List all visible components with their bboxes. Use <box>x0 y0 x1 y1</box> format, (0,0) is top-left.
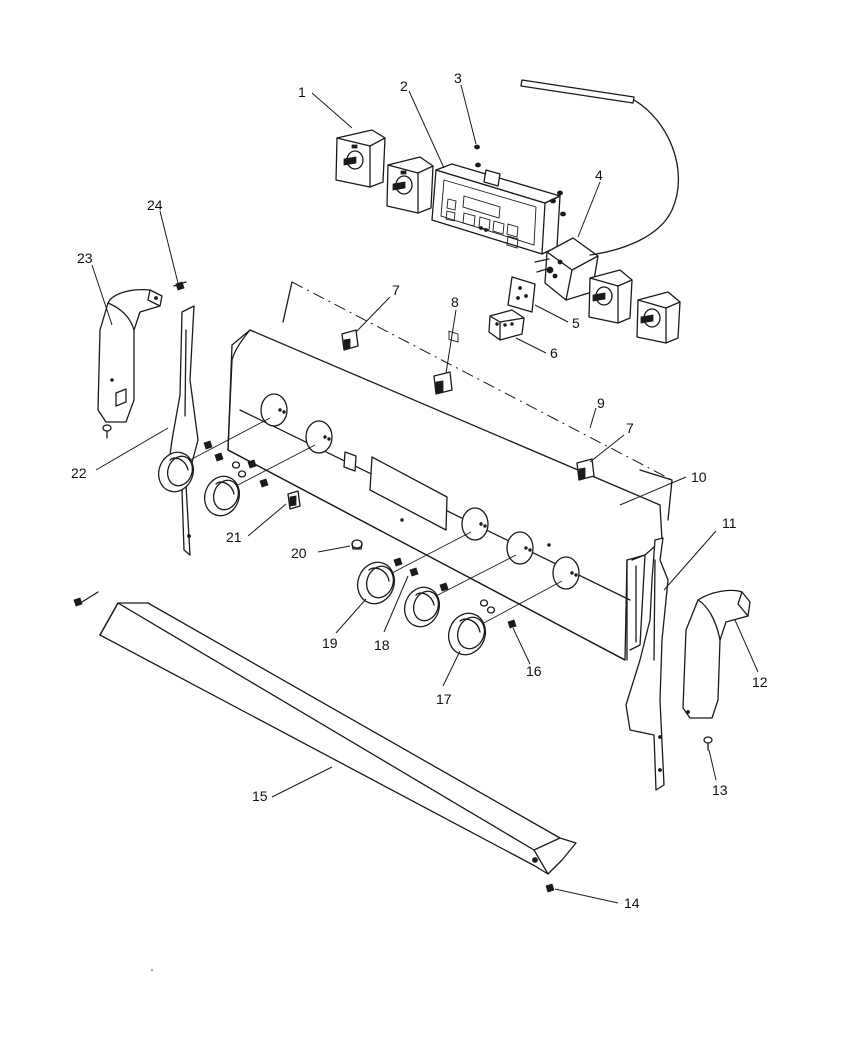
callout-label-part-17: 17 <box>436 691 452 707</box>
part-control-panel-9 <box>227 329 663 661</box>
callout-label-part-7b: 7 <box>626 420 634 436</box>
part-selector-switch-4 <box>534 237 599 301</box>
part-lower-trim-15 <box>99 602 577 875</box>
callout-label-part-6: 6 <box>550 345 558 361</box>
part-end-bracket-22 <box>167 305 199 556</box>
part-button-20 <box>351 539 363 550</box>
callout-label-part-7a: 7 <box>392 282 400 298</box>
part-clip-7a <box>341 329 359 351</box>
callout-label-part-20: 20 <box>291 545 307 561</box>
callout-label-part-11: 11 <box>722 515 737 531</box>
part-end-cap-23 <box>97 288 163 423</box>
part-knob-left-lower <box>203 475 241 517</box>
callout-labels: 1 2 3 4 5 6 7 8 9 7 10 11 12 13 14 15 16… <box>71 70 768 911</box>
part-end-bracket-11 <box>625 537 669 791</box>
callout-label-part-3: 3 <box>454 70 462 86</box>
callout-label-part-8: 8 <box>451 294 459 310</box>
scan-speck <box>151 969 153 971</box>
callout-label-part-4: 4 <box>595 167 603 183</box>
alignment-lines <box>189 417 563 625</box>
callout-label-part-2: 2 <box>400 78 408 94</box>
part-small-screws <box>203 440 517 629</box>
callout-label-part-21: 21 <box>226 529 242 545</box>
part-sensor-tube <box>520 79 680 256</box>
part-infinite-switch-1 <box>335 129 386 188</box>
part-knob-19 <box>356 561 396 605</box>
callout-label-part-12: 12 <box>752 674 768 690</box>
part-infinite-switch-1b <box>386 156 434 214</box>
callout-label-part-10: 10 <box>691 469 707 485</box>
callout-label-part-13: 13 <box>712 782 728 798</box>
part-end-cap-12 <box>682 589 751 719</box>
part-screws-3 <box>474 144 566 217</box>
callout-label-part-5: 5 <box>572 315 580 331</box>
part-screw-13 <box>703 736 713 751</box>
callout-label-part-19: 19 <box>322 635 338 651</box>
callout-label-part-15: 15 <box>252 788 268 804</box>
part-block-6 <box>488 309 525 341</box>
callout-label-part-22: 22 <box>71 465 87 481</box>
part-clip-7b <box>576 458 595 481</box>
callout-label-part-1: 1 <box>298 84 306 100</box>
callout-label-part-24: 24 <box>147 197 163 213</box>
part-knob-middle <box>403 586 441 628</box>
part-backguard-rear <box>282 281 673 521</box>
part-bracket-5 <box>507 276 536 313</box>
callout-label-part-14: 14 <box>624 895 640 911</box>
callout-label-part-9: 9 <box>597 395 605 411</box>
callout-label-part-18: 18 <box>374 637 390 653</box>
part-knob-17 <box>447 612 487 656</box>
part-switch-21 <box>287 490 301 510</box>
part-infinite-switch-r1 <box>588 269 633 324</box>
part-screws-14 <box>73 591 555 893</box>
leader-lines <box>91 84 759 904</box>
part-clip-8 <box>433 371 453 395</box>
part-control-module <box>431 163 561 343</box>
callout-label-part-23: 23 <box>77 250 93 266</box>
part-screw-under-cap <box>102 424 112 439</box>
part-infinite-switch-r2 <box>636 291 681 344</box>
part-knob-left-upper <box>157 451 195 493</box>
callout-label-part-16: 16 <box>526 663 542 679</box>
part-screw-24 <box>173 281 187 291</box>
